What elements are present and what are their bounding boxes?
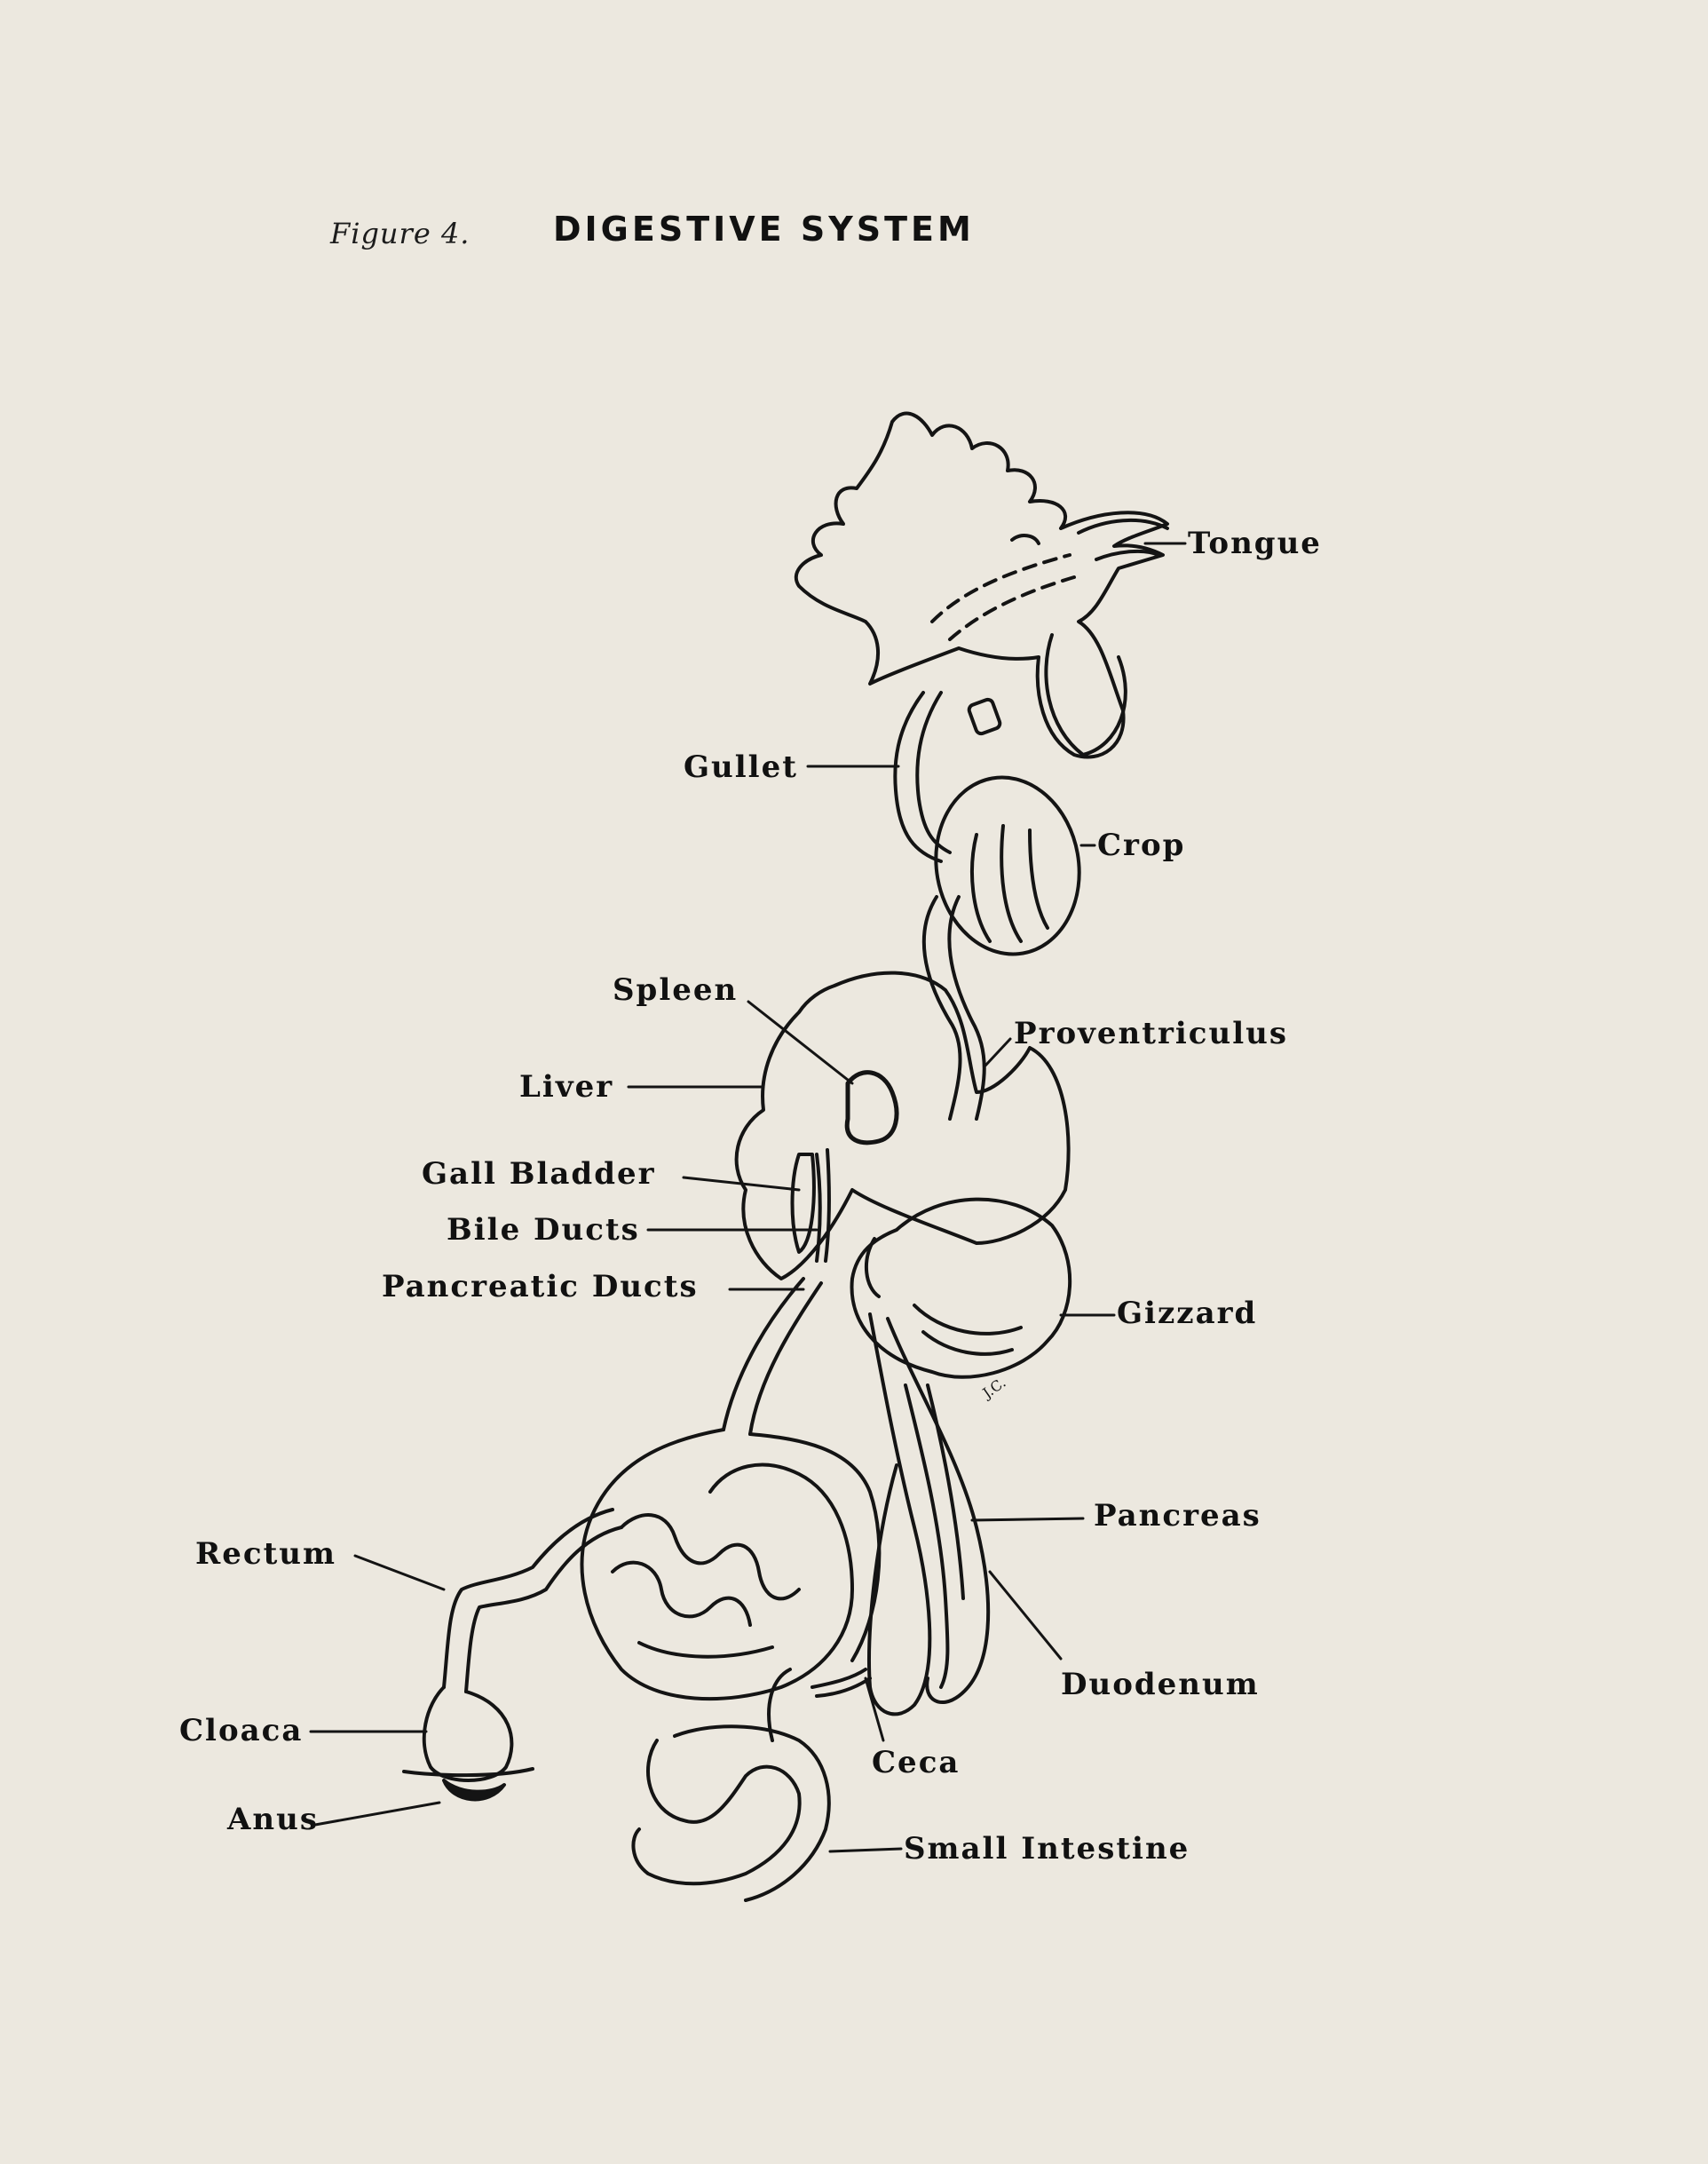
leader-ceca <box>864 1677 885 1742</box>
pancreas <box>904 1383 965 1689</box>
leader-spleen <box>747 1000 854 1085</box>
label-spleen: Spleen <box>613 972 739 1008</box>
duodenum <box>867 1312 991 1716</box>
artist-signature: J.C. <box>978 1374 1009 1402</box>
liver <box>734 971 1071 1280</box>
bile-ducts <box>815 1148 832 1263</box>
cloaca <box>422 1685 514 1782</box>
leader-duodenum <box>988 1570 1063 1661</box>
wattle <box>1044 633 1127 757</box>
label-bile-ducts: Bile Ducts <box>447 1212 640 1248</box>
label-ceca: Ceca <box>872 1745 961 1780</box>
leader-small-intestine <box>828 1847 903 1853</box>
label-duodenum: Duodenum <box>1061 1667 1260 1702</box>
figure-title: DIGESTIVE SYSTEM <box>553 210 975 249</box>
label-rectum: Rectum <box>195 1536 336 1572</box>
label-gizzard: Gizzard <box>1117 1296 1258 1331</box>
anus <box>442 1779 506 1802</box>
label-liver: Liver <box>519 1069 614 1105</box>
gall-bladder <box>790 1153 816 1254</box>
crop <box>934 775 1081 956</box>
leader-gall-bladder <box>682 1176 801 1192</box>
gullet <box>893 691 952 863</box>
label-cloaca: Cloaca <box>179 1713 304 1748</box>
beak <box>1077 519 1169 561</box>
label-pancreas: Pancreas <box>1094 1498 1261 1534</box>
leader-rectum <box>353 1554 446 1591</box>
leader-anus <box>313 1801 441 1827</box>
label-tongue: Tongue <box>1188 526 1322 561</box>
label-crop: Crop <box>1097 828 1186 863</box>
proventriculus <box>921 895 986 1121</box>
pancreatic-ducts <box>722 1277 823 1436</box>
rectum <box>442 1508 623 1693</box>
chicken-head <box>794 411 1169 759</box>
label-gullet: Gullet <box>684 749 798 785</box>
ceca <box>811 1668 872 1698</box>
throat-dashed <box>930 553 1076 641</box>
windpipe-stub <box>967 697 1002 736</box>
label-pancreatic-ducts: Pancreatic Ducts <box>382 1269 699 1304</box>
leader-proventriculus <box>984 1037 1012 1067</box>
leader-pancreas <box>970 1517 1085 1522</box>
label-proventriculus: Proventriculus <box>1014 1016 1288 1051</box>
figure-number: Figure 4. <box>330 217 470 250</box>
eye <box>1010 534 1040 545</box>
label-gall-bladder: Gall Bladder <box>422 1156 656 1192</box>
gizzard <box>850 1197 1072 1379</box>
small-intestine-coils <box>580 1428 854 1701</box>
spleen <box>844 1070 899 1145</box>
label-small-intestine: Small Intestine <box>904 1831 1190 1867</box>
label-anus: Anus <box>227 1802 319 1837</box>
